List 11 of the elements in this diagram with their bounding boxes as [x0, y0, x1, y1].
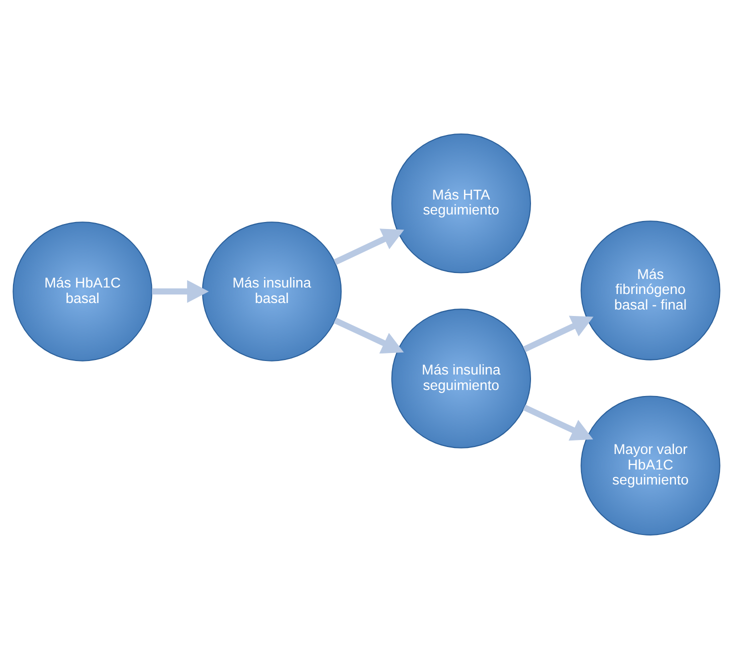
node-circle: Más HbA1C basal	[12, 221, 152, 361]
node-circle: Más insulina seguimiento	[390, 308, 530, 448]
node-circle: Más insulina basal	[202, 221, 342, 361]
arrow	[522, 404, 593, 440]
node-circle: Más HTA seguimiento	[390, 133, 530, 273]
arrow	[333, 317, 404, 354]
node-circle: Mayor valor HbA1C seguimiento	[580, 395, 720, 535]
arrow	[333, 228, 404, 265]
node-circle: Más fibrinógeno basal - final	[580, 220, 720, 360]
arrow	[522, 315, 593, 352]
arrow	[151, 280, 208, 302]
